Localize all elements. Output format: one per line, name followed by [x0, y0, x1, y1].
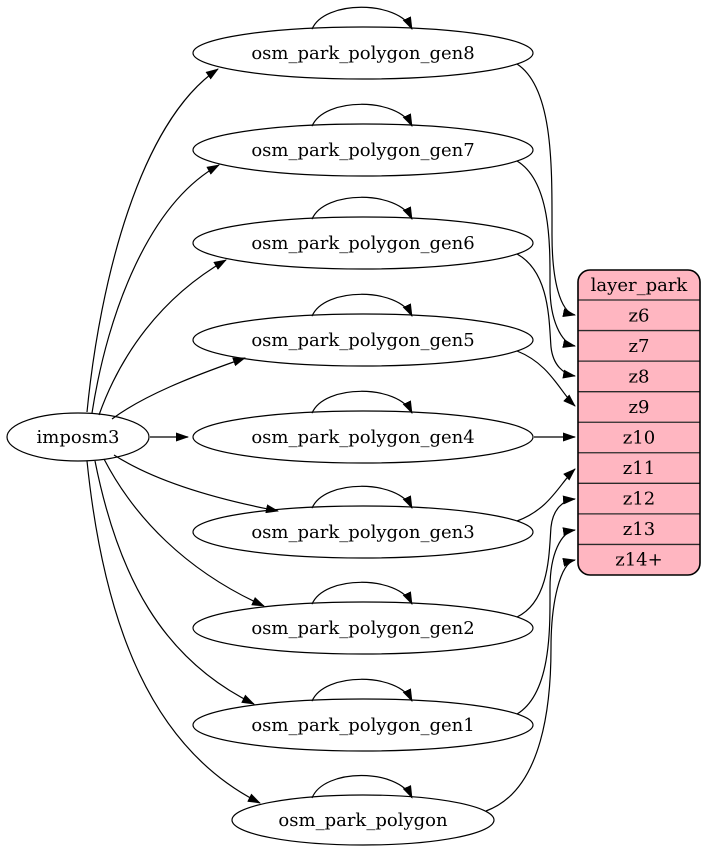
edge-imposm3-to-osm_park_polygon_gen5	[111, 357, 246, 420]
edge-osm_park_polygon_gen7-to-z7	[516, 160, 576, 348]
edge-osm_park_polygon_gen6-to-osm_park_polygon_gen6	[311, 196, 413, 221]
edge-imposm3-to-osm_park_polygon_gen8	[86, 68, 219, 413]
node-osm_park_polygon_gen7: osm_park_polygon_gen7	[192, 123, 534, 177]
zoom-row-label: z9	[629, 397, 650, 418]
layer-park-title: layer_park	[591, 275, 689, 296]
edge-imposm3-to-osm_park_polygon_gen7	[91, 164, 220, 414]
zoom-row-label: z11	[623, 458, 655, 479]
edge-osm_park_polygon_gen1-to-z13	[516, 527, 576, 715]
edge-imposm3-to-osm_park_polygon_gen6	[98, 259, 227, 416]
node-osm_park_polygon_gen4: osm_park_polygon_gen4	[192, 410, 534, 464]
edge-imposm3-to-osm_park_polygon_gen3	[113, 454, 279, 514]
zoom-row-label: z8	[629, 366, 650, 387]
edge-osm_park_polygon_gen6-to-z8	[516, 253, 576, 379]
osm_park_polygon_gen5-ellipse	[192, 313, 534, 367]
node-osm_park_polygon_gen1: osm_park_polygon_gen1	[192, 698, 534, 752]
edge-imposm3-to-osm_park_polygon_gen1	[94, 460, 255, 705]
edge-osm_park_polygon_gen3-to-z11	[516, 468, 576, 522]
imposm3-ellipse	[6, 412, 150, 462]
osm_park_polygon_gen8-label: osm_park_polygon_gen8	[251, 43, 474, 64]
node-osm_park_polygon_gen6: osm_park_polygon_gen6	[192, 216, 534, 270]
node-osm_park_polygon_gen2: osm_park_polygon_gen2	[192, 601, 534, 655]
osm_park_polygon_gen6-label: osm_park_polygon_gen6	[251, 233, 474, 254]
osm_park_polygon_gen4-label: osm_park_polygon_gen4	[251, 427, 474, 448]
edge-osm_park_polygon-to-z14+	[485, 557, 576, 812]
osm_park_polygon_gen7-ellipse	[192, 123, 534, 177]
osm_park_polygon_gen1-ellipse	[192, 698, 534, 752]
zoom-row-label: z6	[629, 305, 650, 326]
imposm3-label: imposm3	[37, 427, 120, 448]
zoom-row-label: z7	[629, 336, 650, 357]
edge-osm_park_polygon_gen2-to-osm_park_polygon_gen2	[311, 581, 413, 606]
osm_park_polygon-label: osm_park_polygon	[278, 810, 448, 831]
zoom-row-label: z14+	[615, 550, 662, 571]
osm_park_polygon_gen6-ellipse	[192, 216, 534, 270]
zoom-row-label: z10	[623, 428, 655, 449]
osm_park_polygon_gen3-ellipse	[192, 505, 534, 559]
layer-park-border	[577, 269, 701, 576]
edge-imposm3-to-osm_park_polygon_gen2	[103, 458, 265, 607]
osm_park_polygon_gen8-ellipse	[192, 26, 534, 80]
edge-osm_park_polygon_gen3-to-osm_park_polygon_gen3	[311, 485, 413, 510]
node-osm_park_polygon_gen5: osm_park_polygon_gen5	[192, 313, 534, 367]
osm_park_polygon_gen2-ellipse	[192, 601, 534, 655]
edge-osm_park_polygon_gen7-to-osm_park_polygon_gen7	[311, 103, 413, 128]
edge-osm_park_polygon_gen5-to-osm_park_polygon_gen5	[311, 293, 413, 318]
node-imposm3: imposm3	[6, 412, 150, 462]
node-osm_park_polygon_gen3: osm_park_polygon_gen3	[192, 505, 534, 559]
zoom-row-label: z12	[623, 489, 655, 510]
edge-osm_park_polygon_gen8-to-z6	[516, 63, 576, 318]
edge-osm_park_polygon-to-osm_park_polygon	[311, 774, 413, 799]
edge-osm_park_polygon_gen5-to-z9	[516, 350, 576, 407]
osm_park_polygon_gen2-label: osm_park_polygon_gen2	[251, 618, 474, 639]
node-layer_park-table: layer_park z6 z7 z8 z9 z10 z11 z12 z13 z14+	[577, 269, 701, 576]
edge-osm_park_polygon_gen2-to-z12	[516, 495, 576, 618]
osm_park_polygon_gen3-label: osm_park_polygon_gen3	[251, 522, 474, 543]
edge-osm_park_polygon_gen4-to-osm_park_polygon_gen4	[311, 390, 413, 415]
zoom-row-label: z13	[623, 519, 655, 540]
node-osm_park_polygon: osm_park_polygon	[231, 794, 495, 846]
osm_park_polygon_gen5-label: osm_park_polygon_gen5	[251, 330, 474, 351]
osm_park_polygon-ellipse	[231, 794, 495, 846]
edge-osm_park_polygon_gen8-to-osm_park_polygon_gen8	[311, 6, 413, 31]
node-osm_park_polygon_gen8: osm_park_polygon_gen8	[192, 26, 534, 80]
edge-imposm3-to-osm_park_polygon	[86, 460, 261, 804]
edge-osm_park_polygon_gen1-to-osm_park_polygon_gen1	[311, 678, 413, 703]
osm_park_polygon_gen4-ellipse	[192, 410, 534, 464]
osm_park_polygon_gen1-label: osm_park_polygon_gen1	[251, 715, 474, 736]
osm_park_polygon_gen7-label: osm_park_polygon_gen7	[251, 140, 474, 161]
